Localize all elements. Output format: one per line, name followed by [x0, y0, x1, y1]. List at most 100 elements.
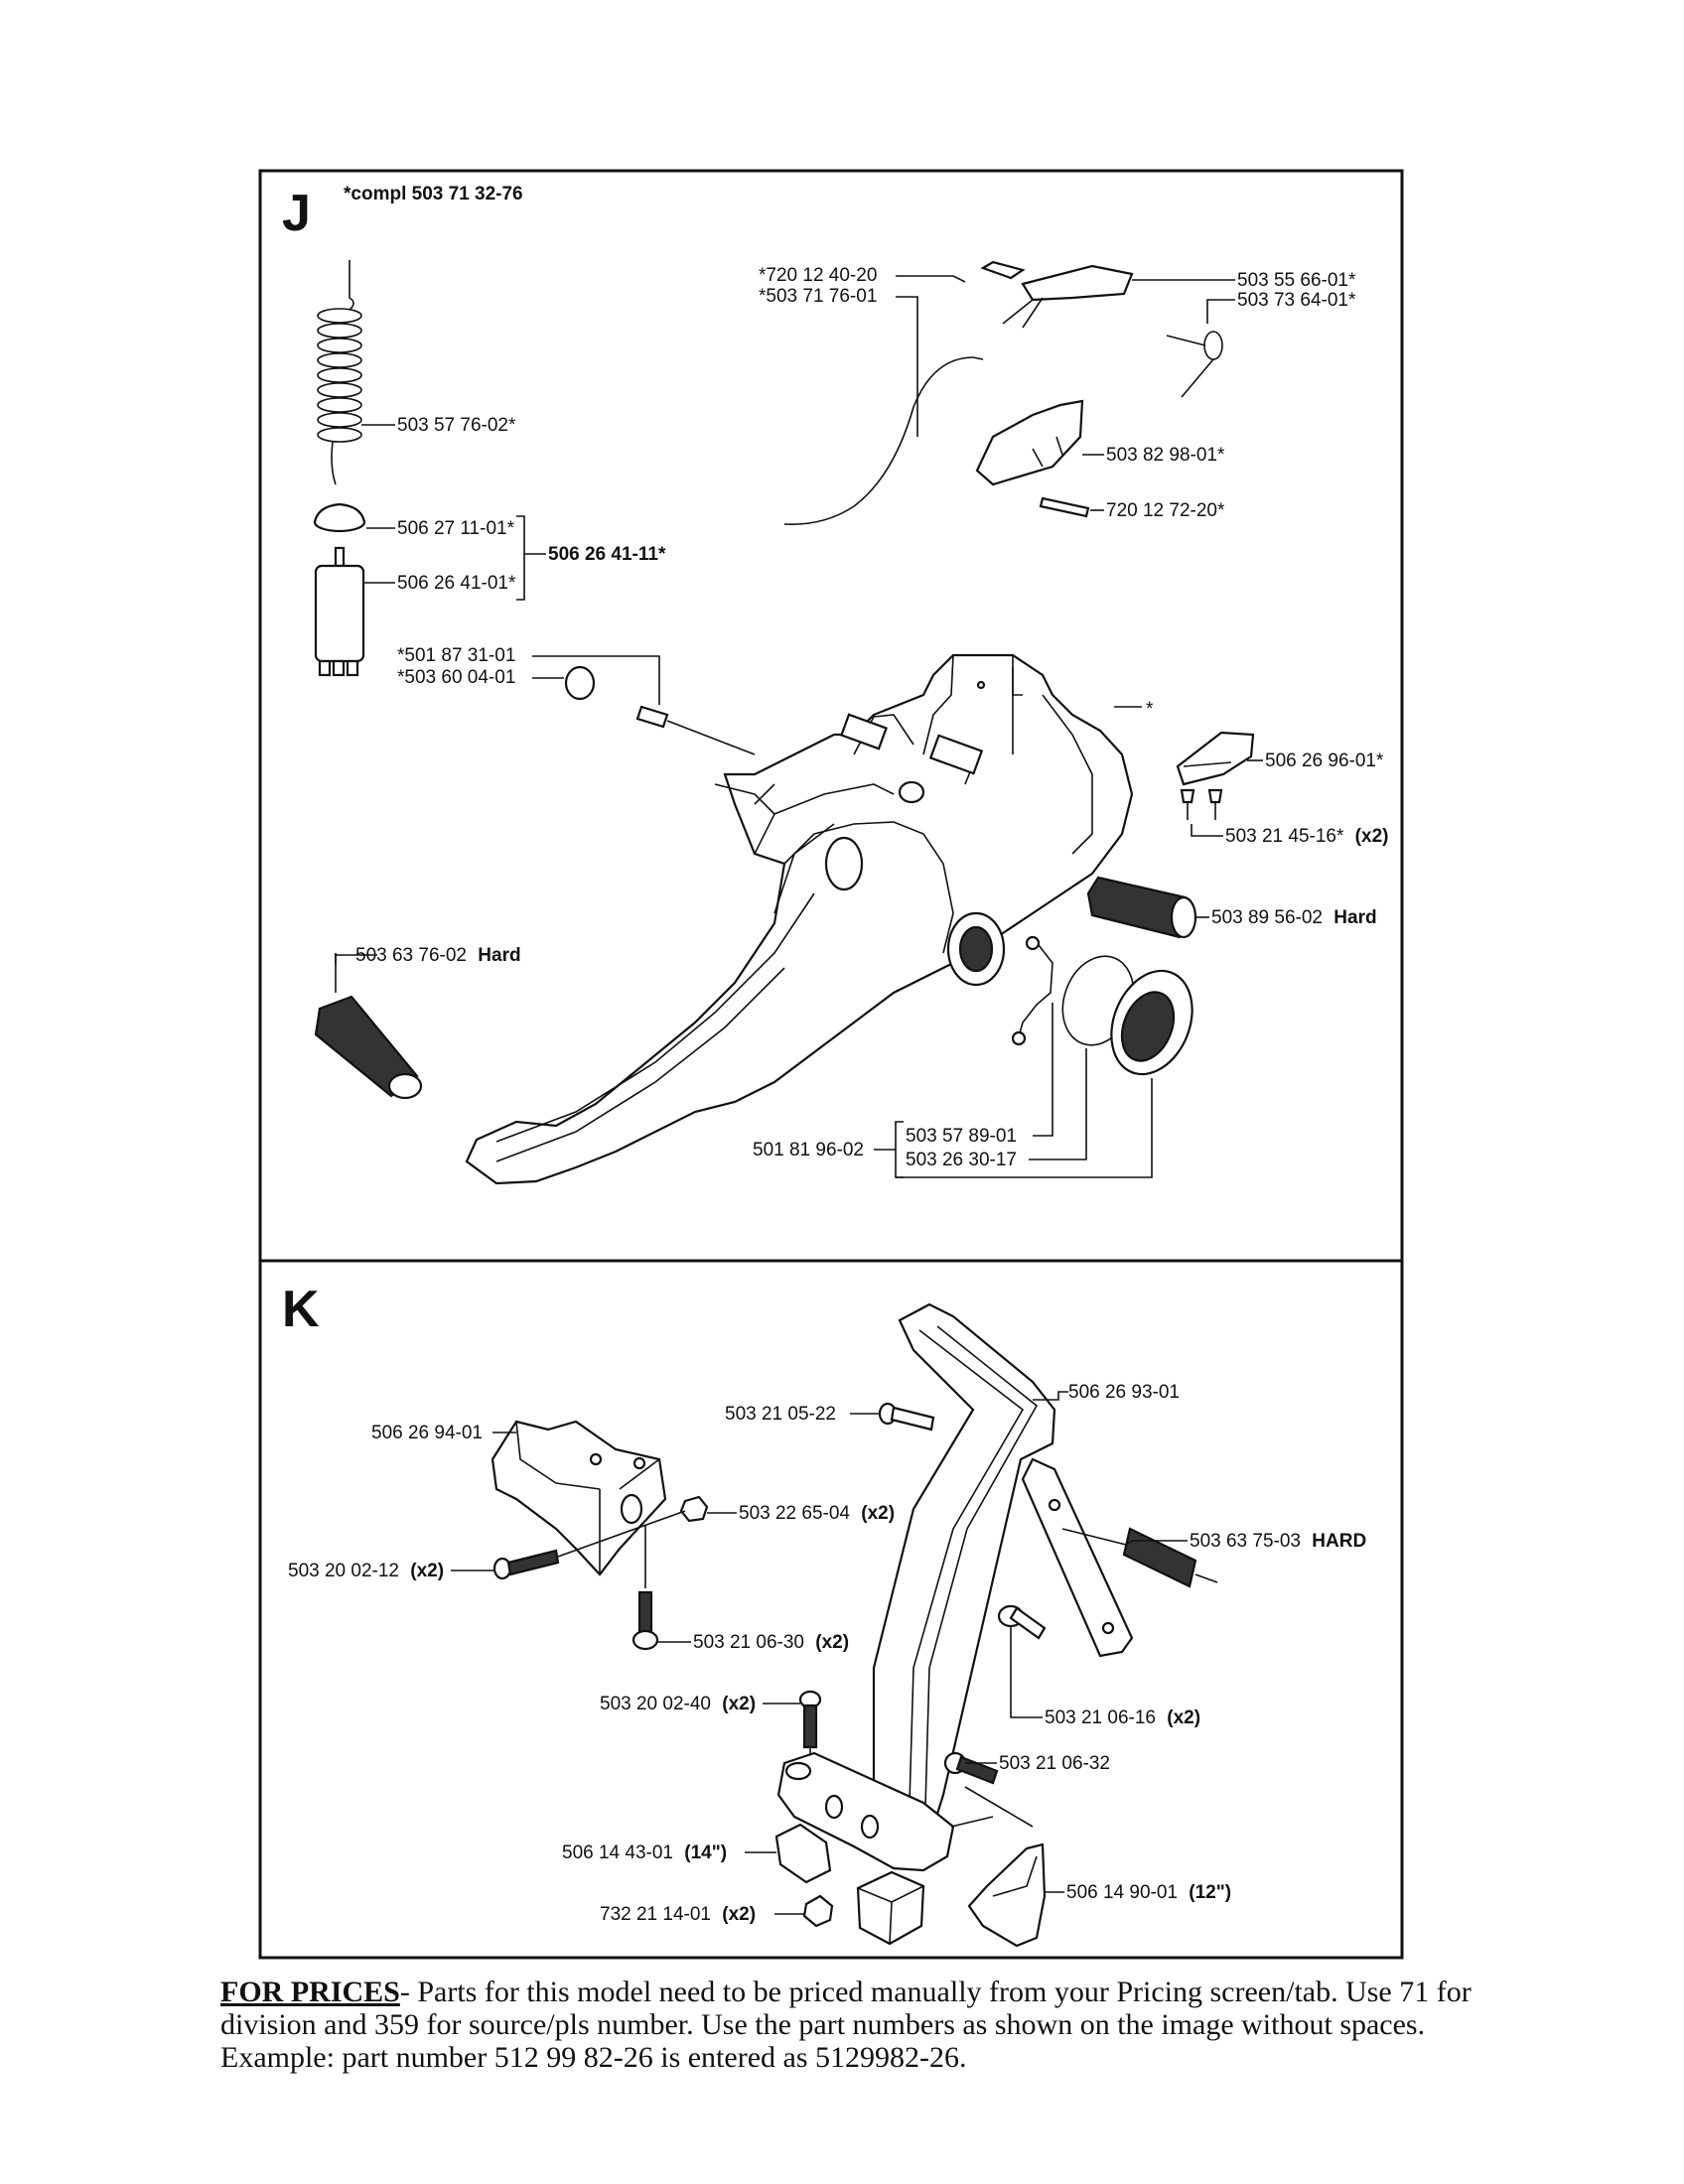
diagram-frame — [258, 169, 1404, 1960]
hex-nut — [679, 1495, 709, 1523]
label-nut-bottom: 732 21 14-01 (x2) — [600, 1904, 756, 1925]
rear-handle-tank — [465, 653, 1134, 1185]
label-nut-number: 503 22 65-04 — [739, 1503, 850, 1524]
label-screw-top: 503 20 02-40 (x2) — [600, 1694, 756, 1714]
fuel-filter — [314, 546, 365, 677]
leader-cable-b — [896, 296, 918, 437]
label-buffer-k-hard: HARD — [1312, 1531, 1366, 1552]
label-cover-screw-number: 503 21 45-16* — [1225, 826, 1344, 847]
label-nut: 503 22 65-04 (x2) — [739, 1503, 895, 1524]
label-plate14-size: (14") — [684, 1843, 727, 1863]
label-screw-top-qty: (x2) — [722, 1694, 756, 1714]
label-nut-bottom-number: 732 21 14-01 — [600, 1904, 711, 1925]
label-buffer-l-hard: Hard — [478, 945, 520, 966]
label-filter-group: 506 26 41-11* — [548, 544, 666, 565]
leader-filler-cap — [896, 1078, 1153, 1178]
rubber-block — [856, 1870, 925, 1946]
nut-bottom — [802, 1894, 834, 1928]
label-buffer-k-number: 503 63 75-03 — [1190, 1531, 1301, 1552]
av-buffer-right — [1086, 876, 1197, 939]
trigger-pin — [1039, 496, 1090, 518]
label-screw-r: 503 21 06-16 (x2) — [1045, 1707, 1200, 1728]
leader-cable-a — [896, 275, 966, 283]
label-cover-screw: 503 21 45-16* (x2) — [1225, 826, 1388, 847]
leader-valve-a — [532, 655, 660, 705]
label-screw-v-qty: (x2) — [815, 1632, 849, 1653]
label-screw-v-number: 503 21 06-30 — [693, 1632, 804, 1653]
label-pin: 720 12 72-20* — [1106, 500, 1225, 521]
label-plate14: 506 14 43-01 (14") — [562, 1843, 727, 1863]
label-buffer-l: 503 63 76-02 Hard — [355, 945, 521, 966]
throttle-trigger — [975, 399, 1084, 486]
label-plate14-number: 506 14 43-01 — [562, 1843, 673, 1863]
label-screw-r-number: 503 21 06-16 — [1045, 1707, 1156, 1728]
label-cover-screw-qty: (x2) — [1355, 826, 1389, 847]
label-plate12-number: 506 14 90-01 — [1066, 1882, 1178, 1903]
section-j-compl-note: *compl 503 71 32-76 — [344, 184, 523, 205]
throttle-lever — [980, 260, 1134, 329]
label-spring2: 503 73 64-01* — [1237, 290, 1356, 311]
fuel-hose-spring — [317, 260, 362, 485]
label-handle: 506 26 93-01 — [1068, 1382, 1180, 1403]
lever-spring — [1166, 331, 1223, 398]
label-cable-a: *720 12 40-20 — [759, 265, 877, 286]
av-buffer-left — [314, 995, 423, 1100]
pricing-note: FOR PRICES- Parts for this model need to… — [220, 1976, 1511, 2074]
leader-ring — [1029, 1048, 1087, 1160]
label-lever: 503 55 66-01* — [1237, 270, 1356, 291]
label-bracket: 506 26 94-01 — [371, 1423, 483, 1443]
leader-buffer-l — [335, 954, 377, 993]
screw-vertical — [632, 1590, 659, 1651]
leader-clip — [1033, 1003, 1053, 1137]
leader-handle — [1033, 1391, 1068, 1401]
leader-screw-r — [1010, 1626, 1043, 1718]
label-plate12-size: (12") — [1189, 1882, 1231, 1903]
label-valve-b: *503 60 04-01 — [397, 667, 515, 688]
throttle-cable-end — [972, 356, 984, 360]
label-spring: 503 57 76-02* — [397, 415, 516, 436]
label-valve-a: *501 87 31-01 — [397, 645, 515, 666]
plate-12 — [967, 1843, 1047, 1948]
label-buffer-r: 503 89 56-02 Hard — [1211, 907, 1377, 928]
screw-32 — [943, 1751, 999, 1785]
leader-clamp-axis — [950, 1786, 1034, 1828]
clip — [1011, 935, 1053, 1046]
label-filter: 506 26 41-01* — [397, 573, 516, 594]
valve-pin — [635, 705, 756, 755]
av-buffer-k — [1122, 1527, 1218, 1588]
bolt-top — [878, 1402, 935, 1432]
leader-cover-screw — [1191, 824, 1223, 837]
label-screw-l-number: 503 20 02-12 — [288, 1561, 399, 1581]
handle-clamp — [776, 1751, 955, 1872]
handle-cover-plate — [1176, 731, 1255, 786]
label-nut-qty: (x2) — [861, 1503, 895, 1524]
pricing-note-text: - Parts for this model need to be priced… — [220, 1976, 1472, 2074]
label-screw-32: 503 21 06-32 — [999, 1753, 1110, 1774]
filler-cap — [1110, 969, 1193, 1076]
label-screw-v: 503 21 06-30 (x2) — [693, 1632, 849, 1653]
label-cover: 506 26 96-01* — [1265, 751, 1384, 771]
screw-left — [492, 1549, 560, 1580]
label-buffer-k: 503 63 75-03 HARD — [1190, 1531, 1366, 1552]
handle-bracket — [491, 1420, 667, 1576]
section-j-letter: J — [282, 185, 311, 242]
screw-right — [997, 1604, 1047, 1640]
label-screw-l: 503 20 02-12 (x2) — [288, 1561, 444, 1581]
label-clip: 503 57 89-01 — [906, 1126, 1017, 1147]
label-ring: 503 26 30-17 — [906, 1150, 1017, 1170]
filter-cap — [313, 502, 366, 533]
label-nut-bottom-qty: (x2) — [722, 1904, 756, 1925]
leader-screw-l-axis — [557, 1510, 686, 1558]
valve-plug — [564, 665, 596, 701]
cover-screws — [1180, 788, 1223, 820]
bracket-cap-group — [895, 1121, 904, 1178]
label-buffer-r-number: 503 89 56-02 — [1211, 907, 1323, 928]
label-asterisk: * — [1146, 699, 1154, 720]
label-buffer-r-hard: Hard — [1333, 907, 1376, 928]
screw-top-vertical — [798, 1690, 822, 1749]
leader-buffer-k — [1061, 1528, 1188, 1546]
label-screw-r-qty: (x2) — [1167, 1707, 1200, 1728]
label-cable-b: *503 71 76-01 — [759, 286, 877, 307]
label-buffer-l-number: 503 63 76-02 — [355, 945, 467, 966]
